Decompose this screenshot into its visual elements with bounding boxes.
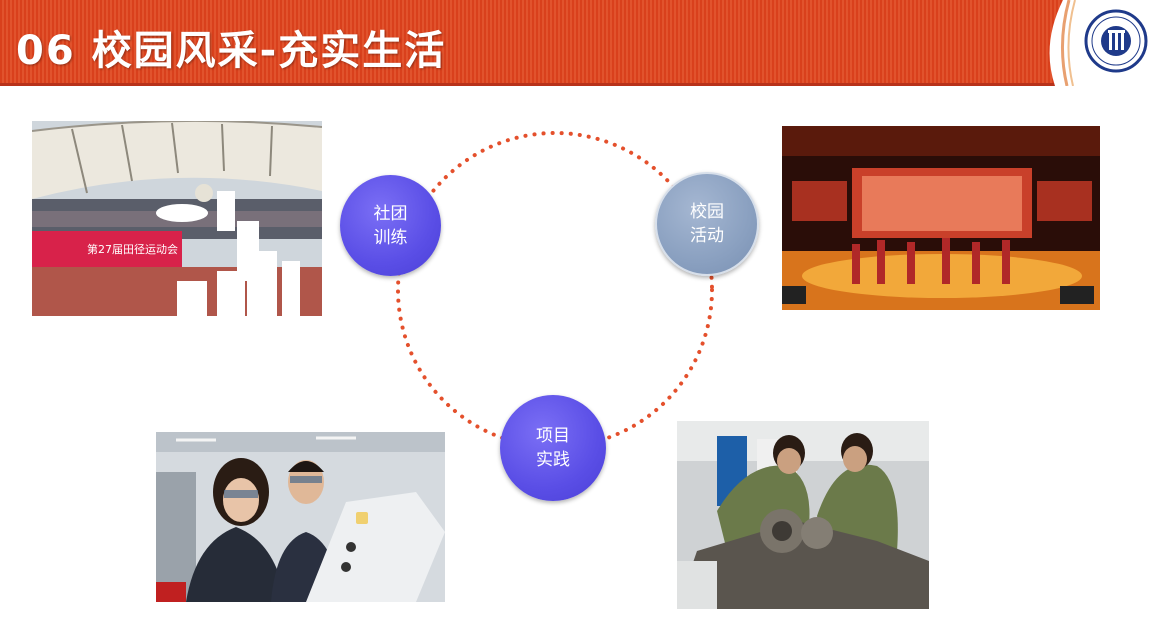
college-emblem-icon [1049, 0, 1151, 87]
slide-header: 06 校园风采-充实生活 [0, 0, 1151, 87]
node-campus-activity-line2: 活动 [690, 226, 724, 246]
page-title: 06 校园风采-充实生活 [16, 28, 447, 74]
node-club-training: 社团 训练 [340, 175, 441, 276]
sports-banner-text: 第27届田径运动会 [87, 242, 178, 256]
node-club-training-line2: 训练 [373, 227, 408, 248]
photo-sports-meet: 第27届田径运动会 [32, 121, 322, 316]
node-campus-activity: 校园 活动 [655, 172, 759, 276]
node-club-training-line1: 社团 [373, 203, 408, 224]
college-logo [1033, 0, 1151, 87]
node-project-practice-line1: 项目 [536, 426, 570, 446]
photo-lab-practice [156, 432, 445, 602]
photo-stage-performance [782, 126, 1100, 310]
node-project-practice-line2: 实践 [536, 450, 570, 470]
node-campus-activity-line1: 校园 [690, 202, 724, 222]
photo-machine-repair [677, 421, 929, 609]
node-project-practice: 项目 实践 [500, 395, 606, 501]
